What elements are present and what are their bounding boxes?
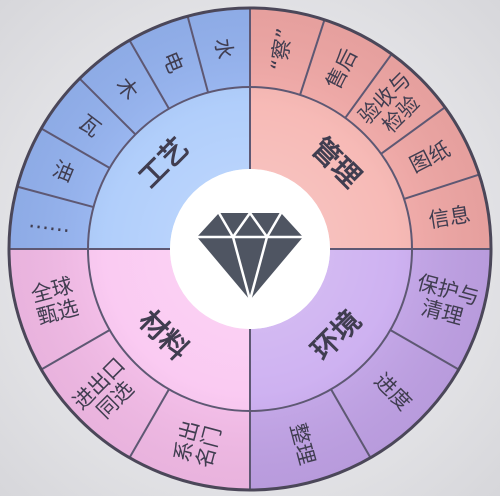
- inner-ring-boundary: [87, 86, 413, 412]
- label-line: 水: [210, 37, 237, 61]
- segment-divider: [330, 388, 372, 459]
- diamond-facets: [195, 211, 305, 302]
- craft-item-label: ……: [27, 208, 72, 237]
- segment-divider: [128, 388, 170, 459]
- segment-divider: [186, 15, 210, 93]
- diamond-icon: [195, 211, 305, 302]
- segment-divider: [389, 329, 460, 371]
- segment-divider: [403, 173, 480, 200]
- segment-divider: [40, 329, 111, 371]
- segment-divider: [40, 127, 111, 169]
- craft-item-label: 水: [210, 37, 237, 61]
- wheel-outline: [7, 6, 493, 492]
- divider-lines: [9, 8, 491, 490]
- segment-divider: [344, 53, 393, 119]
- segment-divider: [78, 77, 137, 136]
- segment-divider: [128, 39, 170, 110]
- label-line: ……: [27, 208, 72, 237]
- segment-divider: [380, 106, 446, 155]
- segment-divider: [16, 185, 94, 209]
- diamond-body: [197, 213, 303, 300]
- segment-divider: [299, 19, 326, 96]
